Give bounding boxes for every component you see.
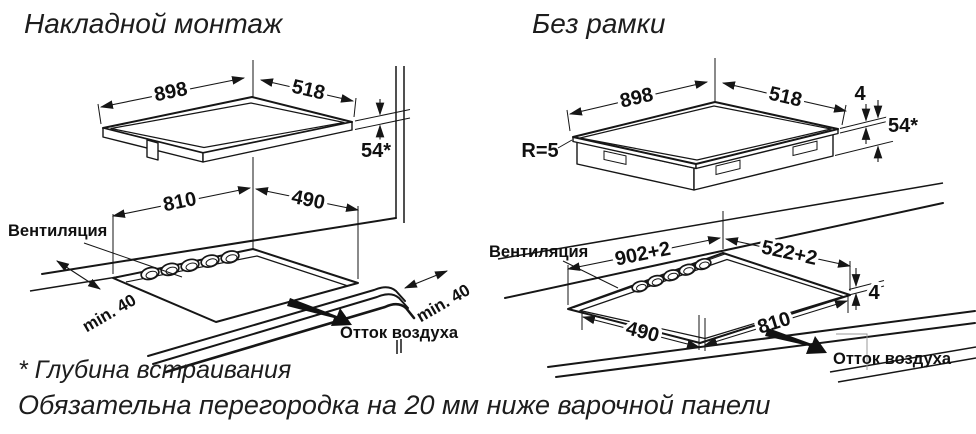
extension-line bbox=[834, 140, 894, 156]
ventilation-label: Вентиляция bbox=[8, 222, 107, 240]
left-worktop-view bbox=[29, 217, 416, 374]
hob-side-right bbox=[202, 121, 353, 163]
dim-line-cutout-depth bbox=[254, 187, 360, 212]
dim-line-depth bbox=[259, 78, 355, 103]
radius-leader-line bbox=[557, 139, 573, 149]
dim-rebate-depth: 4 bbox=[868, 282, 880, 304]
dim-cutout-depth: 522+2 bbox=[759, 236, 819, 269]
ventilation-leader-line bbox=[83, 242, 183, 278]
air-outflow-label: Отток воздуха bbox=[340, 324, 459, 342]
vent-hole bbox=[200, 254, 220, 268]
partition-line bbox=[837, 357, 976, 383]
hob-frame-inner bbox=[110, 102, 345, 149]
dim-line-inner-depth bbox=[581, 315, 701, 349]
dim-cutout-width: 810 bbox=[161, 188, 198, 216]
dim-embed-depth: 54* bbox=[361, 140, 391, 162]
dim-depth: 518 bbox=[767, 83, 804, 112]
left-dimensions-top: 898 518 54* bbox=[97, 60, 411, 249]
extension-line bbox=[97, 103, 102, 125]
right-diagram: Без рамки R=5 898 518 4 bbox=[489, 8, 976, 383]
dim-width: 898 bbox=[618, 84, 655, 113]
air-outflow-arrow bbox=[287, 298, 352, 326]
vent-slot bbox=[792, 140, 818, 157]
left-wall bbox=[395, 66, 405, 354]
left-labels: Вентиляция Отток воздуха bbox=[8, 222, 459, 342]
right-title: Без рамки bbox=[532, 8, 666, 39]
worktop-front-face bbox=[555, 322, 976, 378]
extension-line bbox=[848, 280, 885, 290]
worktop-back-edge bbox=[504, 202, 944, 299]
dim-line-inner-width bbox=[703, 300, 849, 346]
air-outflow-arrow bbox=[765, 328, 827, 354]
extension-line bbox=[566, 109, 571, 132]
vent-hole bbox=[140, 266, 160, 281]
label-bracket bbox=[836, 333, 868, 370]
extension-line bbox=[839, 119, 894, 134]
worktop-back-edge bbox=[41, 217, 397, 275]
dim-width: 898 bbox=[152, 78, 189, 106]
partition-line bbox=[829, 346, 976, 373]
ventilation-holes bbox=[140, 250, 240, 281]
left-diagram: Накладной монтаж 898 518 bbox=[8, 8, 476, 374]
dim-cutout-depth: 490 bbox=[290, 186, 327, 214]
vent-hole bbox=[180, 258, 200, 273]
worktop-front-bottom bbox=[164, 302, 416, 374]
air-outflow-label: Отток воздуха bbox=[833, 350, 952, 368]
glass-printed-border bbox=[579, 105, 832, 161]
dim-line-width bbox=[568, 80, 709, 116]
hob-junction-box bbox=[146, 139, 159, 161]
dim-line-cutout-width bbox=[566, 236, 722, 271]
vent-slot bbox=[715, 159, 741, 176]
dim-line-clearance-right bbox=[403, 270, 449, 289]
dim-embed-depth: 54* bbox=[888, 115, 918, 137]
extension-line bbox=[839, 115, 894, 129]
embed-depth-footnote: * Глубина встраивания bbox=[18, 356, 291, 384]
dim-line-cutout-depth bbox=[724, 237, 852, 268]
ventilation-label: Вентиляция bbox=[489, 243, 588, 261]
dim-line-cutout-width bbox=[111, 186, 252, 218]
dim-clearance-right: min. 40 bbox=[413, 280, 473, 326]
extension-line bbox=[354, 117, 411, 130]
ventilation-holes bbox=[631, 257, 712, 293]
dim-cutout-width: 902+2 bbox=[613, 238, 672, 271]
dim-line-depth bbox=[721, 81, 848, 113]
dim-corner-radius: R=5 bbox=[521, 140, 558, 162]
dim-line-clearance-left bbox=[56, 260, 101, 290]
right-labels: Вентиляция Отток воздуха bbox=[489, 243, 952, 370]
footnotes: * Глубина встраивания Обязательна перего… bbox=[18, 356, 770, 420]
vent-slot bbox=[603, 150, 627, 166]
dim-glass-thickness: 4 bbox=[854, 83, 866, 105]
dim-depth: 518 bbox=[290, 76, 327, 105]
left-title: Накладной монтаж bbox=[24, 8, 284, 39]
extension-line bbox=[841, 104, 847, 126]
extension-line bbox=[353, 97, 357, 118]
worktop-front-edge bbox=[147, 286, 406, 357]
dim-clearance-left: min. 40 bbox=[79, 290, 139, 336]
right-hob-view: R=5 bbox=[518, 101, 839, 191]
vent-hole bbox=[220, 250, 240, 264]
dim-line-width bbox=[99, 76, 246, 109]
partition-footnote: Обязательна перегородка на 20 мм ниже ва… bbox=[18, 390, 770, 420]
left-hob-view bbox=[102, 96, 353, 163]
worktop-front-face bbox=[152, 293, 409, 365]
vent-hole bbox=[160, 262, 180, 277]
ventilation-leader-line bbox=[562, 260, 619, 289]
